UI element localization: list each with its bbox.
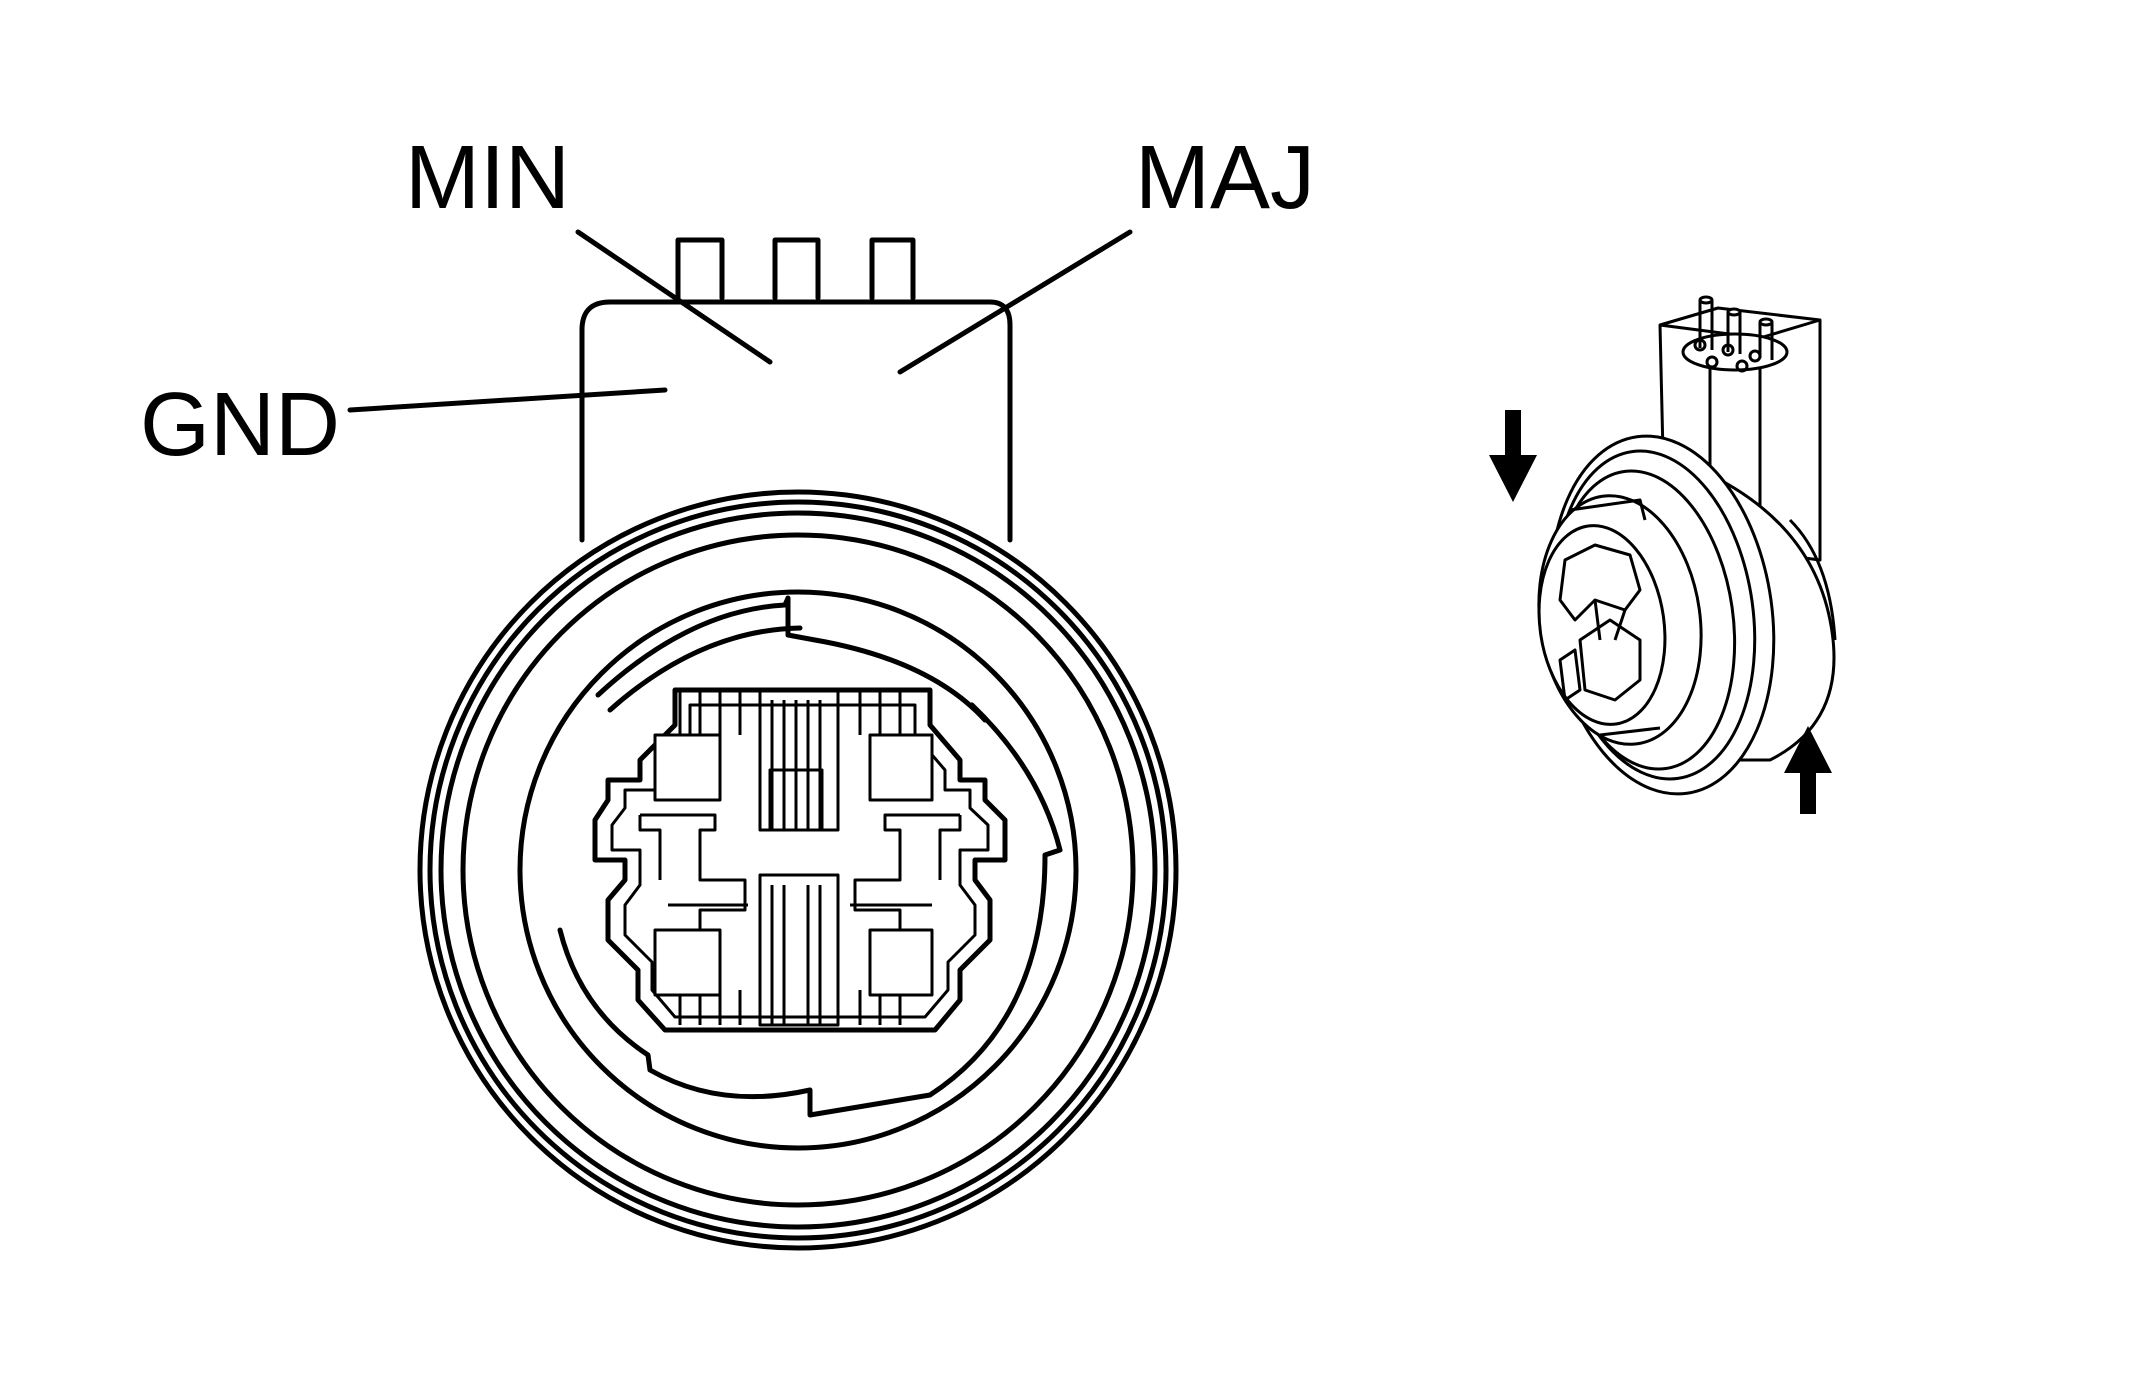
min-label: MIN xyxy=(405,128,570,228)
arrow-up-icon xyxy=(1784,726,1832,814)
gnd-leader-line xyxy=(347,387,668,413)
terminal-tab-left xyxy=(675,237,725,301)
maj-leader-line xyxy=(897,229,1133,375)
bayonet-lug xyxy=(557,595,1063,1118)
outer-ring xyxy=(417,489,1179,1251)
connector-housing xyxy=(579,299,1013,543)
socket-cavity xyxy=(592,687,1008,1033)
bayonet-lug-inner xyxy=(607,625,803,713)
connector-perspective-view xyxy=(1537,295,1837,796)
min-leader-line xyxy=(575,229,773,365)
inner-ring xyxy=(517,589,1079,1151)
outer-ring-3 xyxy=(438,510,1158,1230)
outer-ring-2 xyxy=(427,499,1169,1241)
gnd-label: GND xyxy=(140,375,340,475)
maj-label: MAJ xyxy=(1135,128,1315,228)
terminal-tab-right xyxy=(869,237,916,301)
terminal-tab-center xyxy=(772,237,821,301)
connector-front-view xyxy=(417,237,1179,1251)
arrow-down-icon xyxy=(1489,410,1537,502)
middle-ring xyxy=(460,532,1136,1208)
